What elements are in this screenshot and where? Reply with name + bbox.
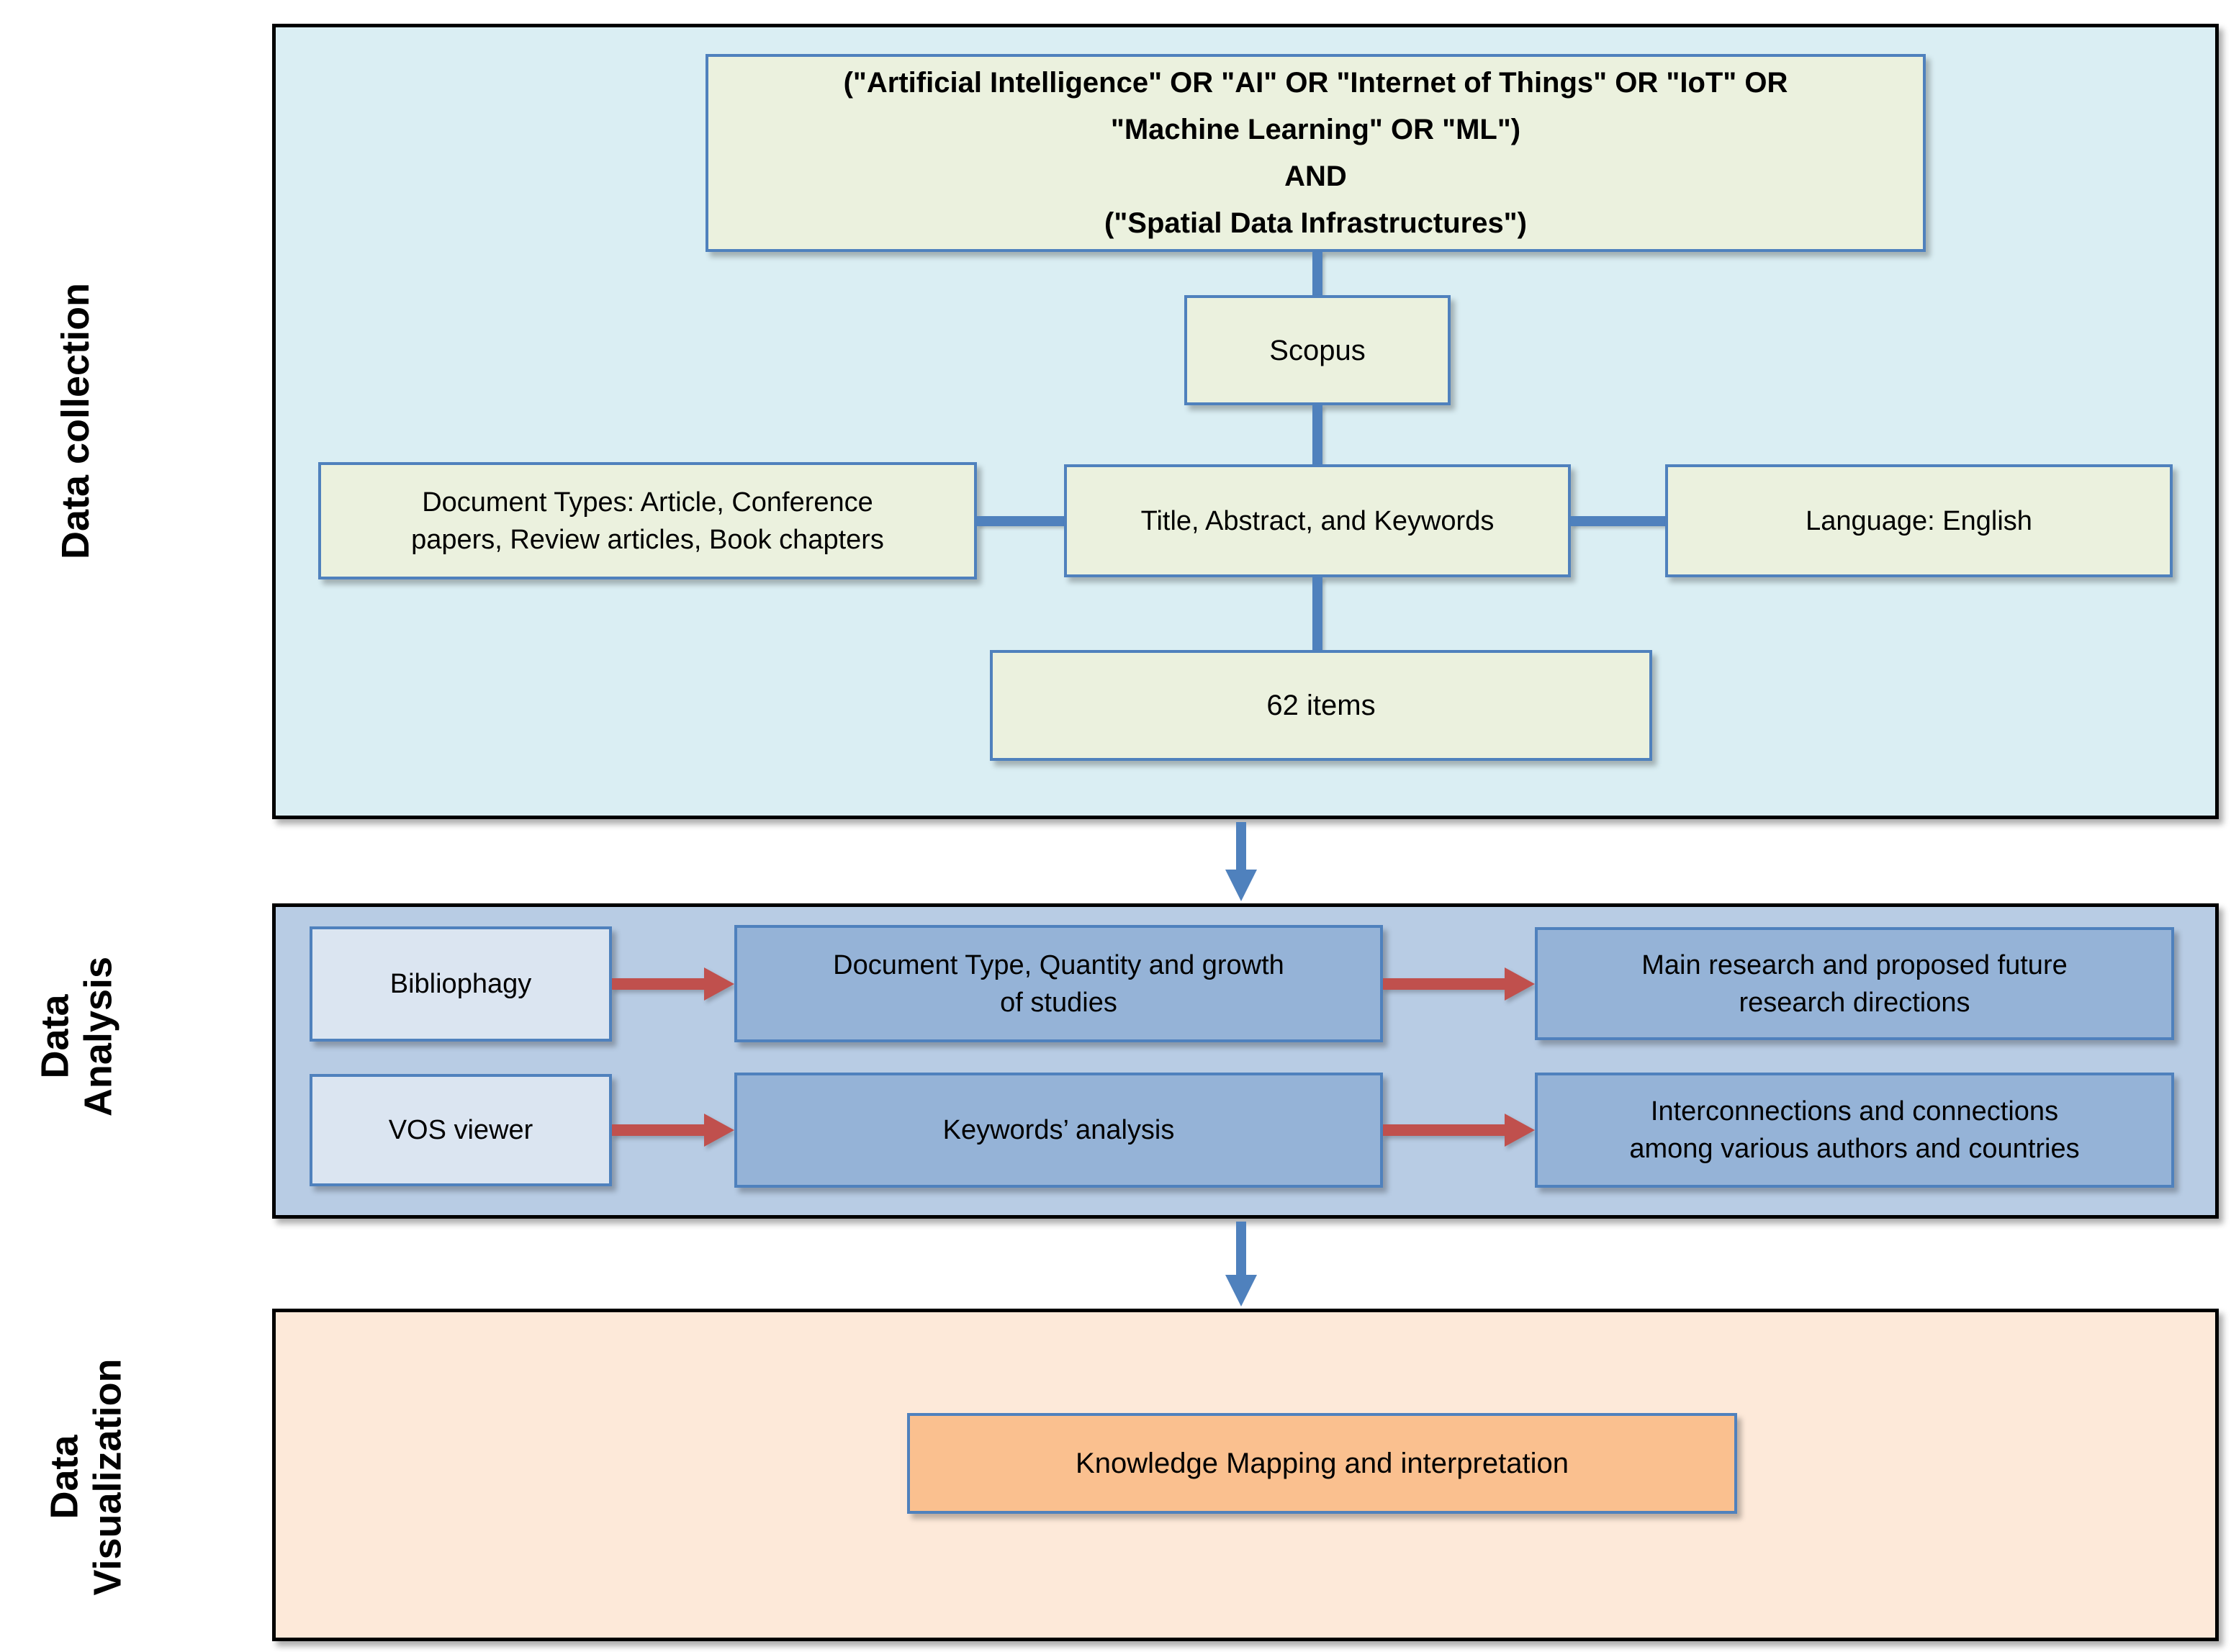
label-line: Data bbox=[33, 994, 77, 1079]
label-data-collection: Data collection bbox=[54, 283, 97, 559]
interconnections-line: Interconnections and connections bbox=[1650, 1096, 2059, 1127]
label-line: Visualization bbox=[86, 1358, 130, 1596]
main-research-outcome-box: Main research and proposed future resear… bbox=[1535, 927, 2174, 1040]
arrow-shaft bbox=[612, 978, 704, 990]
vos-viewer-tool-box: VOS viewer bbox=[310, 1074, 612, 1186]
interconnections-line: among various authors and countries bbox=[1629, 1134, 2080, 1164]
document-types-box: Document Types: Article, Conference pape… bbox=[318, 462, 977, 579]
label-data-visualization: Data Visualization bbox=[43, 1358, 130, 1595]
arrow-shaft bbox=[1236, 1222, 1246, 1275]
title-abstract-keywords-box: Title, Abstract, and Keywords bbox=[1064, 464, 1571, 577]
bibliophagy-tool-box: Bibliophagy bbox=[310, 926, 612, 1042]
red-arrow-bibliophagy-to-docgrowth bbox=[612, 967, 734, 1001]
language-box: Language: English bbox=[1665, 464, 2173, 577]
connector-query-scopus bbox=[1312, 252, 1322, 295]
scopus-label: Scopus bbox=[1269, 334, 1366, 366]
language-label: Language: English bbox=[1806, 505, 2032, 536]
interconnections-outcome-box: Interconnections and connections among v… bbox=[1535, 1073, 2174, 1188]
arrow-head bbox=[1225, 870, 1257, 901]
red-arrow-keywords-to-interconnections bbox=[1383, 1114, 1535, 1147]
query-line: ("Spatial Data Infrastructures") bbox=[1104, 207, 1527, 239]
items-count-label: 62 items bbox=[1266, 690, 1376, 721]
connector-title-language bbox=[1571, 516, 1665, 526]
connector-doctypes-title bbox=[977, 516, 1064, 526]
label-line: Data bbox=[42, 1435, 86, 1520]
document-types-line: Document Types: Article, Conference bbox=[422, 487, 873, 518]
label-line: Data collection bbox=[53, 282, 97, 560]
red-arrow-vos-to-keywords bbox=[612, 1114, 734, 1147]
vos-viewer-label: VOS viewer bbox=[388, 1115, 533, 1145]
arrow-head bbox=[1225, 1275, 1257, 1306]
connector-scopus-title bbox=[1312, 405, 1322, 464]
arrow-head bbox=[1505, 967, 1535, 1001]
main-research-line: Main research and proposed future bbox=[1641, 949, 2068, 980]
arrow-head bbox=[704, 967, 734, 1001]
items-count-box: 62 items bbox=[990, 650, 1652, 761]
down-arrow-collection-to-analysis bbox=[1225, 822, 1257, 901]
query-line: "Machine Learning" OR "ML") bbox=[1110, 113, 1521, 145]
title-abstract-keywords-label: Title, Abstract, and Keywords bbox=[1140, 505, 1495, 536]
down-arrow-analysis-to-visualization bbox=[1225, 1222, 1257, 1306]
search-query-box: ("Artificial Intelligence" OR "AI" OR "I… bbox=[706, 54, 1926, 252]
bibliophagy-label: Bibliophagy bbox=[389, 969, 532, 999]
keywords-analysis-label: Keywords’ analysis bbox=[942, 1115, 1175, 1145]
label-data-analysis: Data Analysis bbox=[34, 957, 121, 1116]
arrow-head bbox=[1505, 1114, 1535, 1147]
section-data-analysis: Bibliophagy Document Type, Quantity and … bbox=[272, 903, 2219, 1219]
scopus-box: Scopus bbox=[1184, 295, 1451, 405]
document-growth-line: of studies bbox=[1000, 987, 1117, 1018]
document-growth-line: Document Type, Quantity and growth bbox=[833, 949, 1284, 980]
knowledge-mapping-box: Knowledge Mapping and interpretation bbox=[907, 1413, 1737, 1514]
connector-title-items bbox=[1312, 577, 1322, 650]
red-arrow-docgrowth-to-mainresearch bbox=[1383, 967, 1535, 1001]
query-line: AND bbox=[1284, 160, 1347, 192]
document-growth-analysis-box: Document Type, Quantity and growth of st… bbox=[734, 925, 1383, 1042]
arrow-shaft bbox=[1236, 822, 1246, 870]
keywords-analysis-box: Keywords’ analysis bbox=[734, 1073, 1383, 1188]
document-types-line: papers, Review articles, Book chapters bbox=[411, 524, 884, 555]
label-line: Analysis bbox=[77, 956, 120, 1117]
arrow-head bbox=[704, 1114, 734, 1147]
knowledge-mapping-label: Knowledge Mapping and interpretation bbox=[1076, 1448, 1569, 1479]
section-data-visualization: Knowledge Mapping and interpretation bbox=[272, 1309, 2219, 1641]
arrow-shaft bbox=[612, 1124, 704, 1136]
main-research-line: research directions bbox=[1739, 987, 1970, 1018]
arrow-shaft bbox=[1383, 1124, 1505, 1136]
arrow-shaft bbox=[1383, 978, 1505, 990]
query-line: ("Artificial Intelligence" OR "AI" OR "I… bbox=[843, 66, 1788, 99]
section-data-collection: ("Artificial Intelligence" OR "AI" OR "I… bbox=[272, 24, 2219, 819]
